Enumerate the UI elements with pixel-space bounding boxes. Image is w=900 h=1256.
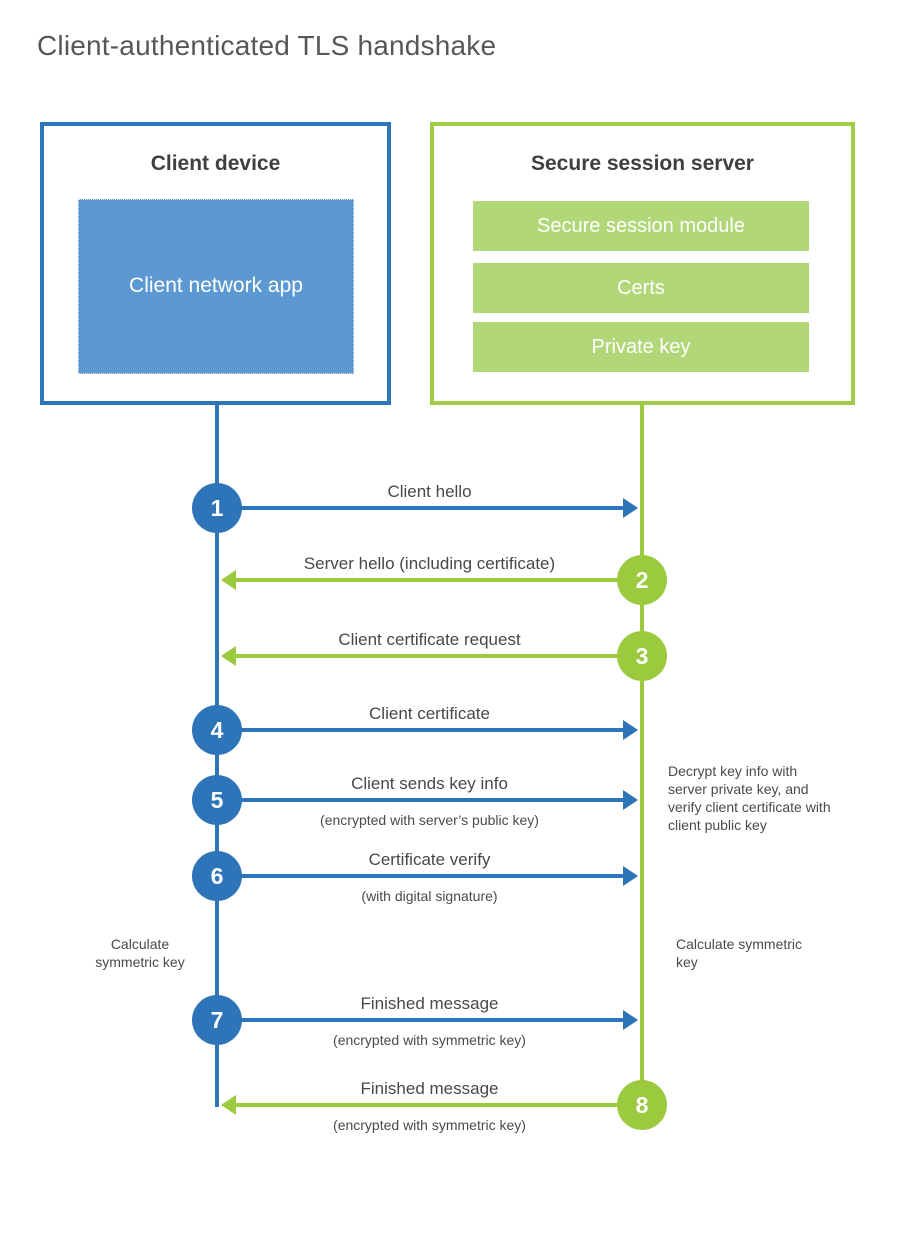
server-module-label: Secure session module (537, 214, 745, 237)
client-network-app-box: Client network app (78, 199, 354, 374)
message-sublabel: (encrypted with symmetric key) (333, 1117, 526, 1133)
client-device-title: Client device (150, 152, 281, 175)
step-number: 6 (210, 862, 224, 889)
arrowhead-icon (623, 790, 638, 810)
step-circle: 7 (192, 995, 242, 1045)
message-label: Certificate verify (368, 850, 491, 869)
step-number: 7 (210, 1006, 224, 1033)
message-label: Client certificate request (338, 630, 521, 649)
step-circle: 1 (192, 483, 242, 533)
server-lifeline (640, 405, 644, 1105)
message-label: Client sends key info (351, 774, 508, 793)
client-network-app-label: Client network app (129, 274, 303, 298)
arrowhead-icon (221, 570, 236, 590)
arrowhead-icon (623, 1010, 638, 1030)
step-circle: 2 (617, 555, 667, 605)
calculate-symmetric-key-server: Calculate symmetric key (676, 936, 803, 970)
server-certs-label: Certs (617, 276, 665, 299)
arrowhead-icon (221, 1095, 236, 1115)
step-circle: 8 (617, 1080, 667, 1130)
step-number: 3 (635, 642, 649, 669)
arrowhead-icon (623, 498, 638, 518)
step-circle: 3 (617, 631, 667, 681)
step-circle: 6 (192, 851, 242, 901)
arrow-right (217, 790, 638, 810)
step-number: 5 (210, 786, 224, 813)
page-title: Client-authenticated TLS handshake (37, 30, 497, 61)
arrow-left (221, 570, 642, 590)
client-lifeline (215, 405, 219, 1107)
arrowhead-icon (623, 866, 638, 886)
message-label: Finished message (360, 1079, 499, 1098)
server-private-key-label: Private key (591, 335, 691, 358)
message-label: Client certificate (369, 704, 490, 723)
calculate-symmetric-key-client: Calculate symmetric key (95, 936, 185, 970)
server-certs-bar: Certs (473, 263, 809, 313)
step-number: 2 (635, 566, 649, 593)
step-number: 4 (210, 716, 224, 743)
message-label: Finished message (360, 994, 499, 1013)
arrow-left (221, 646, 642, 666)
secure-session-server-title: Secure session server (531, 152, 754, 175)
message-label: Server hello (including certificate) (303, 554, 556, 573)
arrow-right (217, 498, 638, 518)
message-label: Client hello (387, 482, 472, 501)
server-module-bar: Secure session module (473, 201, 809, 251)
step-number: 8 (635, 1091, 649, 1118)
decrypt-key-note: Decrypt key info with server private key… (668, 763, 831, 833)
step-circle: 4 (192, 705, 242, 755)
message-sublabel: (with digital signature) (361, 888, 498, 904)
step-number: 1 (210, 494, 224, 521)
arrow-right (217, 1010, 638, 1030)
arrowhead-icon (623, 720, 638, 740)
message-sublabel: (encrypted with server’s public key) (320, 812, 539, 828)
arrow-right (217, 720, 638, 740)
arrow-left (221, 1095, 642, 1115)
arrow-right (217, 866, 638, 886)
step-circle: 5 (192, 775, 242, 825)
arrowhead-icon (221, 646, 236, 666)
server-private-key-bar: Private key (473, 322, 809, 372)
message-sublabel: (encrypted with symmetric key) (333, 1032, 526, 1048)
